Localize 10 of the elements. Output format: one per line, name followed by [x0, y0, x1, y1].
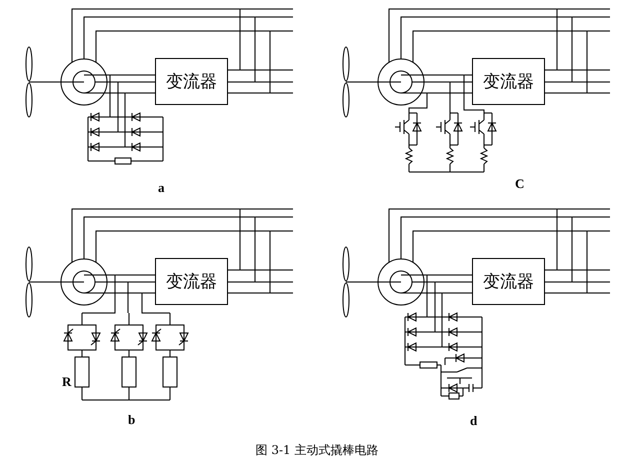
panel-label: d	[470, 414, 478, 428]
panel-label: a	[158, 181, 164, 195]
panel-label: C	[515, 177, 524, 191]
component-label: R	[62, 375, 72, 389]
figure-caption: 图 3-1 主动式撬棒电路	[256, 443, 378, 457]
converter-box: 变流器	[472, 258, 545, 305]
converter-box: 变流器	[155, 258, 228, 305]
converter-box: 变流器	[155, 58, 228, 105]
converter-box: 变流器	[472, 58, 545, 105]
panel-label: b	[128, 413, 136, 427]
